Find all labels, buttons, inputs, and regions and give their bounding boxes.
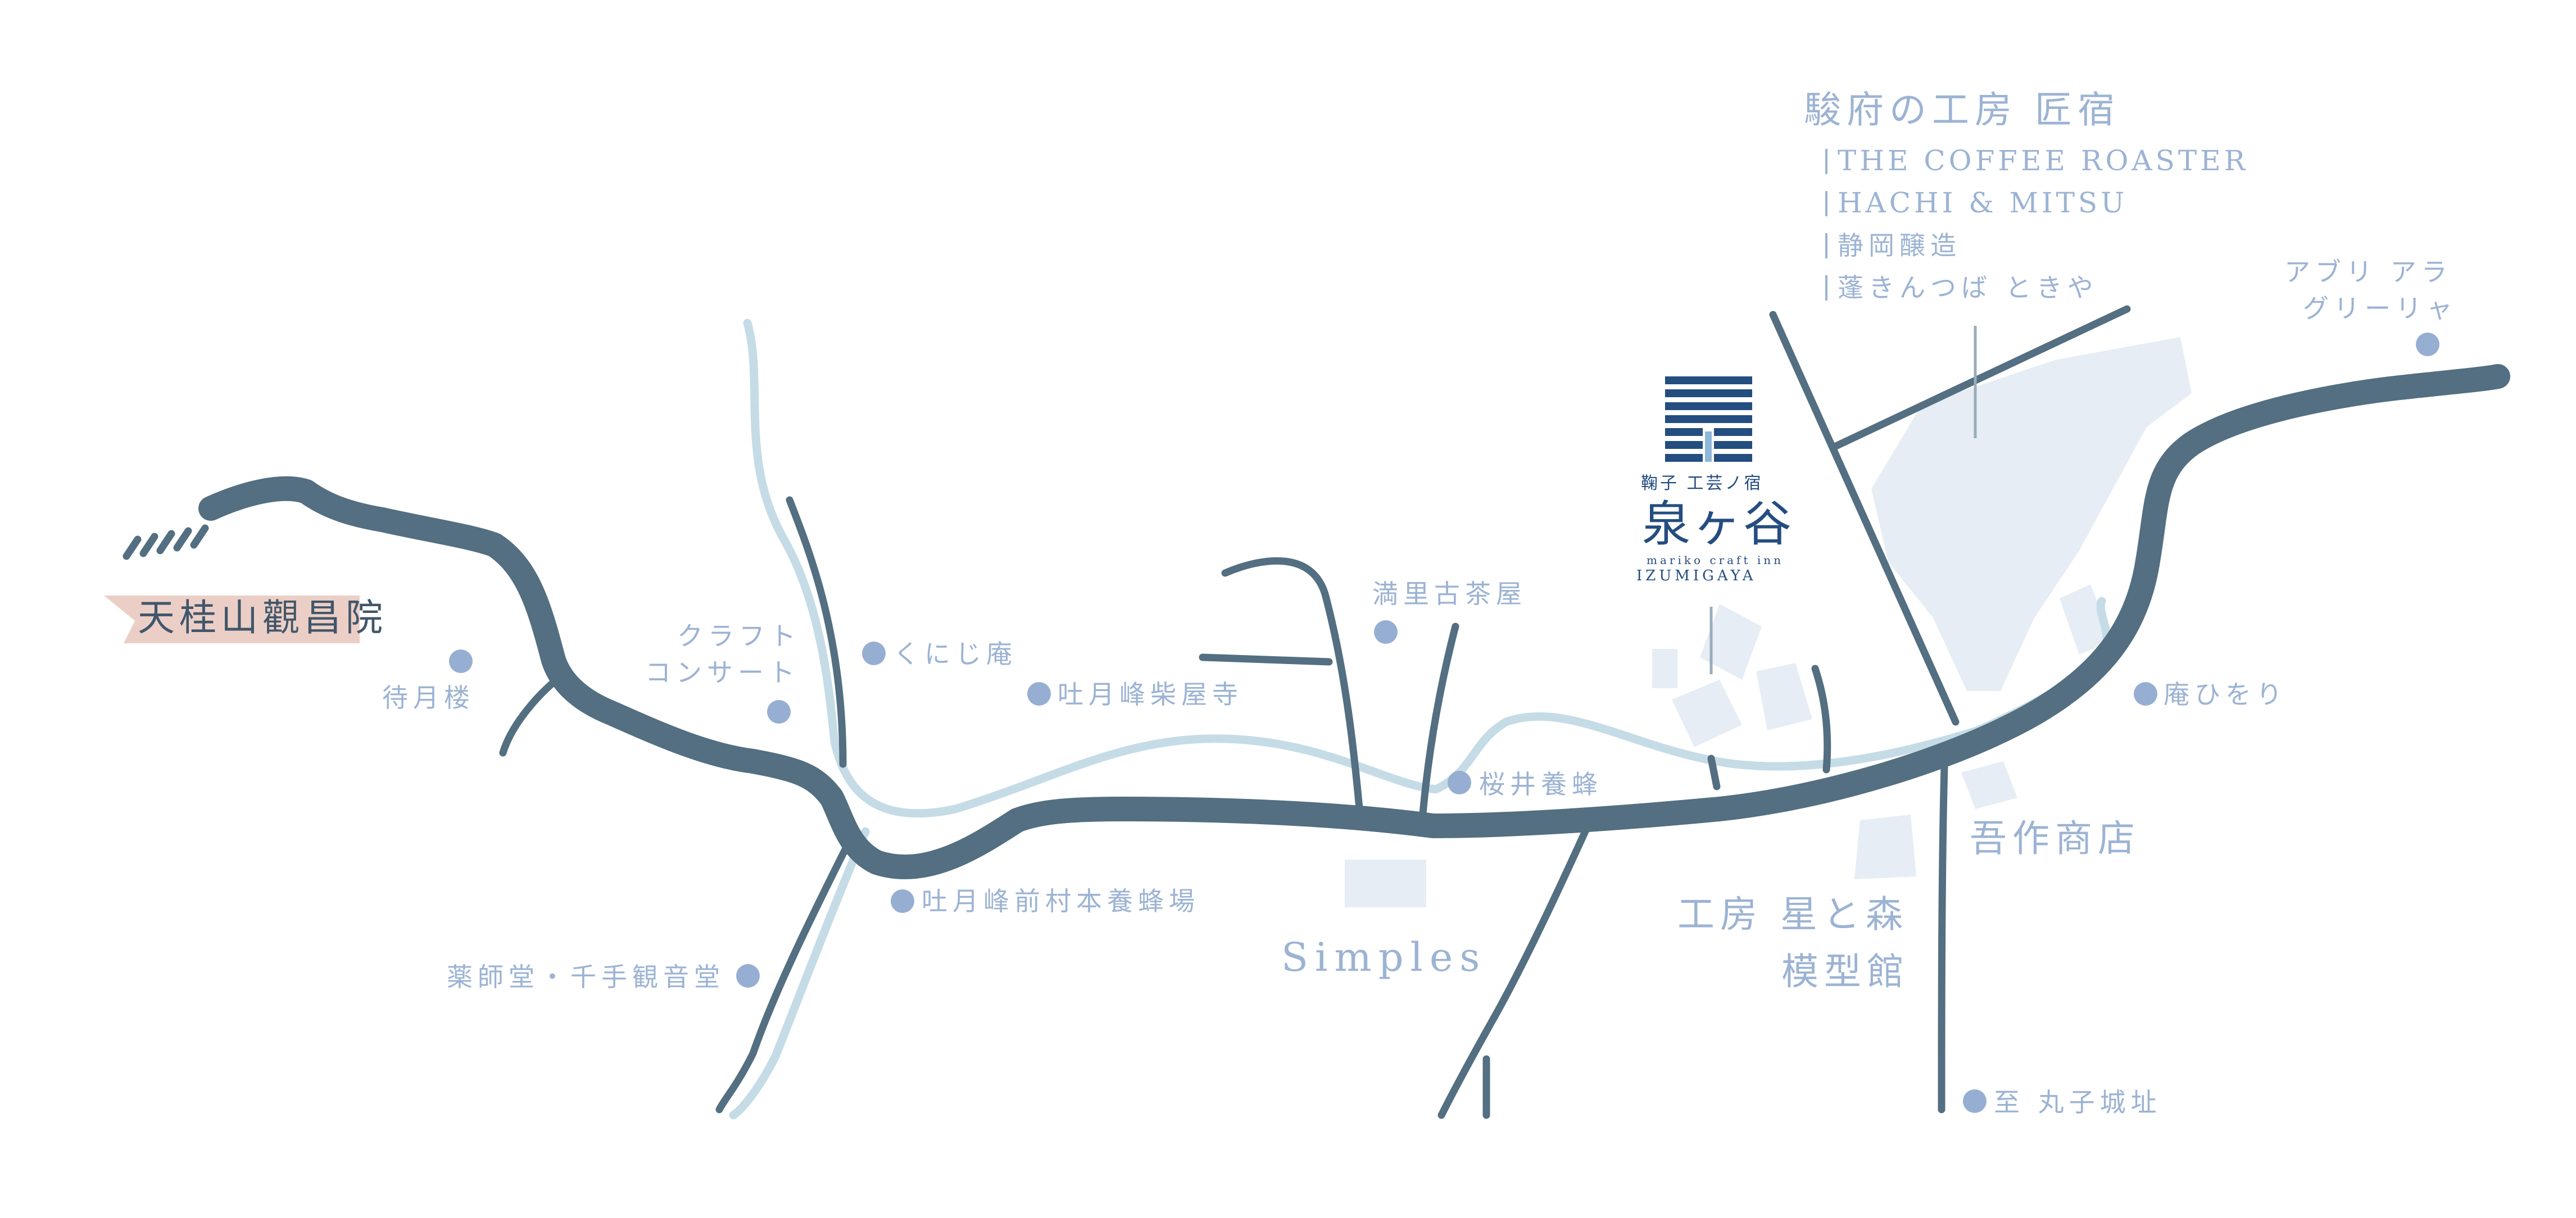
building-kobo [1854, 815, 1916, 879]
label-hiyori: 庵ひをり [2164, 679, 2287, 710]
poi-dot-abri[interactable] [2416, 333, 2439, 356]
inn-logo-subtitle: 鞠子 工芸ノ宿 [1641, 474, 1763, 493]
poi-dot-craft-concert[interactable] [767, 700, 791, 724]
label-craft-concert-1: クラフト [677, 621, 801, 651]
label-abri-1: アブリ アラ [2284, 257, 2452, 287]
road-izumigaya-east [1811, 665, 1831, 774]
building-gosaku [1961, 761, 2017, 809]
road-takumi-cross [1831, 305, 2131, 451]
label-kobo-2: 模型館 [1781, 950, 1910, 993]
building-simples-annex [1391, 860, 1425, 882]
craft-group-item[interactable]: THE COFFEE ROASTER [1838, 144, 2248, 177]
road-kunijian [786, 496, 847, 768]
inn-logo-name: 泉ヶ谷 [1642, 496, 1794, 552]
inn-logo-icon [1665, 376, 1752, 462]
road-saiokuji-spur [1199, 653, 1333, 666]
road-maruko [1938, 763, 1948, 1114]
label-saiokuji: 吐月峰柴屋寺 [1058, 679, 1243, 710]
road-saiokuji-loop [1221, 557, 1364, 819]
label-sakurai: 桜井養蜂 [1479, 769, 1603, 799]
road-south-simples [1437, 816, 1594, 1119]
label-mansato: 満里古茶屋 [1372, 579, 1527, 609]
river-south-branch [729, 827, 870, 1120]
poi-dot-taigetsuro[interactable] [449, 649, 473, 673]
road-izumigaya-lane [1707, 755, 1721, 790]
building-takumi-shuku [1871, 337, 2192, 691]
poi-dot-saiokuji[interactable] [1027, 682, 1051, 706]
road-end-ticks [123, 524, 209, 560]
road-yakushido [715, 844, 850, 1114]
building-izumigaya-2 [1700, 604, 1762, 680]
label-taigetsuro: 待月楼 [382, 683, 475, 713]
building-izumigaya-4 [1756, 663, 1812, 730]
start-tag-label: 天桂山觀昌院 [138, 596, 387, 639]
label-gosaku: 吾作商店 [1970, 817, 2140, 860]
start-tag-bg [104, 596, 360, 643]
craft-group: 駿府の工房 匠宿 THE COFFEE ROASTER HACHI & MITS… [1804, 88, 2248, 303]
building-izumigaya-1 [1652, 649, 1677, 688]
label-craft-concert-2: コンサート [645, 657, 800, 688]
building-hiyori [2060, 584, 2113, 655]
poi-dot-maemura[interactable] [891, 889, 914, 913]
poi-dot-mansato[interactable] [1374, 620, 1398, 644]
poi-dot-maruko[interactable] [1963, 1089, 1987, 1113]
road-takumi-diagonal [1769, 311, 1960, 726]
label-simples: Simples [1281, 934, 1486, 980]
label-abri-2: グリーリャ [2303, 293, 2457, 324]
inn-logo-romaji: IZUMIGAYA [1636, 567, 1757, 584]
start-tag[interactable]: 天桂山觀昌院 [104, 596, 387, 643]
inn-logo[interactable]: 鞠子 工芸ノ宿 泉ヶ谷 mariko craft inn IZUMIGAYA [1636, 376, 1794, 584]
label-maruko: 至 丸子城址 [1994, 1087, 2162, 1117]
craft-group-title: 駿府の工房 匠宿 [1804, 88, 2120, 131]
label-yakushido: 薬師堂・千手観音堂 [447, 962, 725, 992]
poi-dot-yakushido[interactable] [736, 964, 760, 988]
main-road [198, 364, 2510, 880]
poi-dot-hiyori[interactable] [2134, 682, 2157, 706]
label-kobo-1: 工房 星と森 [1677, 893, 1908, 936]
craft-group-item[interactable]: HACHI & MITSU [1838, 187, 2128, 219]
poi-dot-kunijian[interactable] [862, 642, 886, 665]
craft-group-item[interactable]: 蓬きんつば ときや [1838, 272, 2098, 303]
craft-group-item[interactable]: 静岡醸造 [1838, 230, 1961, 261]
poi-dot-sakurai[interactable] [1448, 771, 1471, 794]
poi-dots [449, 333, 2439, 1113]
side-roads [499, 305, 2131, 1119]
label-kunijian: くにじ庵 [894, 639, 1017, 669]
inn-logo-english: mariko craft inn [1647, 553, 1784, 567]
building-izumigaya-3 [1672, 680, 1742, 747]
label-maemura: 吐月峰前村本養蜂場 [922, 886, 1200, 916]
place-labels: 待月楼 クラフト コンサート くにじ庵 吐月峰柴屋寺 満里古茶屋 桜井養蜂 吐月… [382, 257, 2457, 1117]
buildings [1345, 337, 2192, 907]
road-mansato [1418, 622, 1459, 830]
